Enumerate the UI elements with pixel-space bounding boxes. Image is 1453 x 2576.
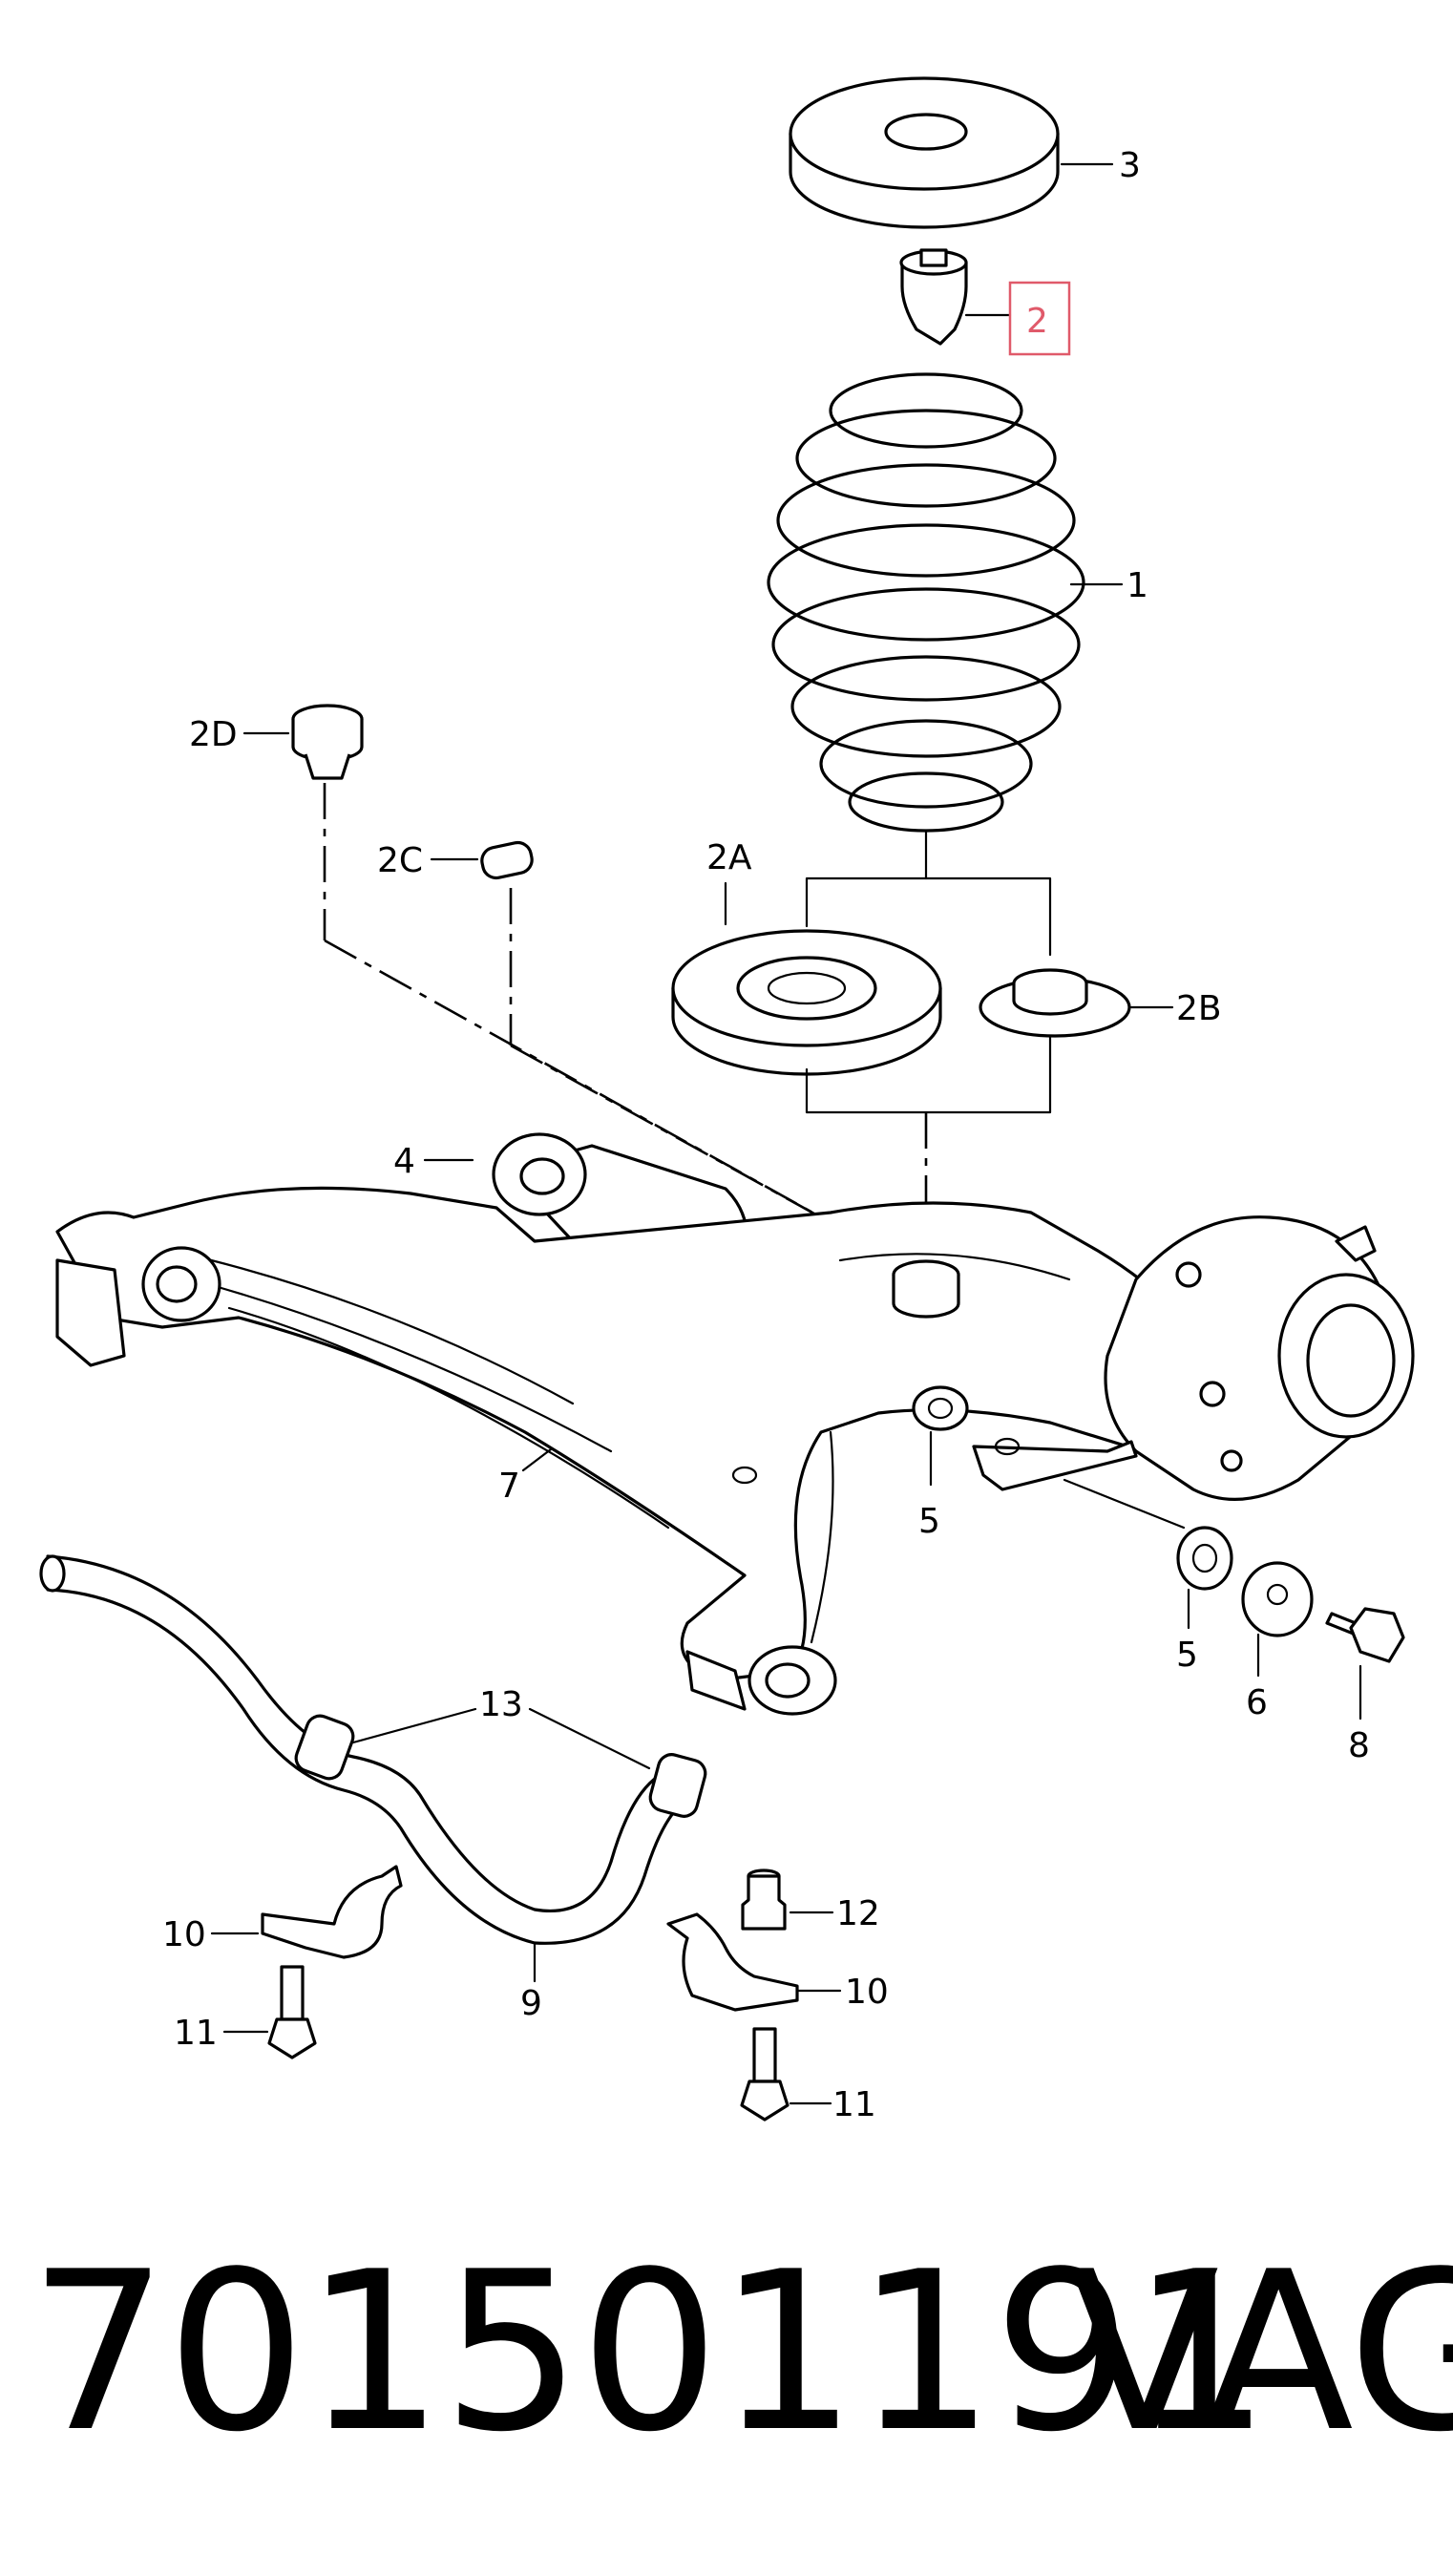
- part-2a-spring-plate: [671, 881, 942, 1076]
- label-2a: 2A: [706, 838, 752, 877]
- part-1-coil-spring: [767, 372, 1124, 833]
- label-2: 2: [1026, 302, 1048, 341]
- label-12: 12: [836, 1894, 880, 1933]
- label-3: 3: [1119, 146, 1141, 185]
- label-2c: 2C: [377, 841, 423, 880]
- label-2b: 2B: [1176, 989, 1222, 1028]
- brand-name: VAG: [1069, 2226, 1453, 2481]
- label-10-left: 10: [162, 1915, 206, 1954]
- connector-lines: [324, 829, 1052, 1243]
- part-9-stabilizer-bar: [39, 1554, 689, 1983]
- wheel-hub: [1104, 1215, 1415, 1501]
- label-4: 4: [393, 1142, 415, 1181]
- part-2b-spring-seat: [979, 968, 1174, 1038]
- rear-subframe: [55, 1186, 1243, 1716]
- part-2c-pad: [430, 840, 534, 1045]
- label-2d: 2D: [189, 715, 238, 754]
- part-11-bolt-left: [222, 1965, 317, 2059]
- label-6: 6: [1246, 1683, 1268, 1722]
- label-9: 9: [520, 1984, 542, 2023]
- label-5-upper: 5: [918, 1502, 940, 1541]
- label-5-lower: 5: [1176, 1636, 1198, 1675]
- part-10-clamp-right: [666, 1912, 842, 2012]
- label-7: 7: [498, 1467, 520, 1506]
- part-11-bolt-right: [740, 2027, 832, 2122]
- part-3-foam-pad: [789, 76, 1114, 229]
- part-5-bushing-lower: [1176, 1526, 1233, 1630]
- part-number: 701501191: [29, 2226, 1271, 2481]
- part-10-clamp-left: [210, 1865, 403, 1959]
- part-6-washer: [1241, 1561, 1314, 1678]
- part-8-bolt: [1325, 1607, 1405, 1721]
- part-12-nut: [741, 1869, 834, 1931]
- suspension-exploded-diagram: 3 2 1 2D 2C 2A 2B 4 7 5 5 6 8 13 12 10 1…: [39, 76, 1415, 2124]
- label-10-right: 10: [845, 1973, 889, 2012]
- part-2d-clip: [242, 704, 364, 940]
- part-5-bushing-upper: [912, 1385, 969, 1487]
- label-11-left: 11: [174, 2014, 218, 2053]
- label-11-right: 11: [832, 2085, 876, 2124]
- part-2-bump-stop: [899, 248, 1071, 356]
- label-13: 13: [479, 1685, 523, 1724]
- label-1: 1: [1127, 566, 1148, 605]
- link-arm: [972, 1437, 1186, 1530]
- label-8: 8: [1348, 1726, 1370, 1765]
- part-13-bushings: [294, 1707, 707, 1818]
- highlight-box-2: [1008, 281, 1071, 356]
- callout-labels: 3 2 1 2D 2C 2A 2B 4 7 5 5 6 8 13 12 10 1…: [162, 146, 1370, 2124]
